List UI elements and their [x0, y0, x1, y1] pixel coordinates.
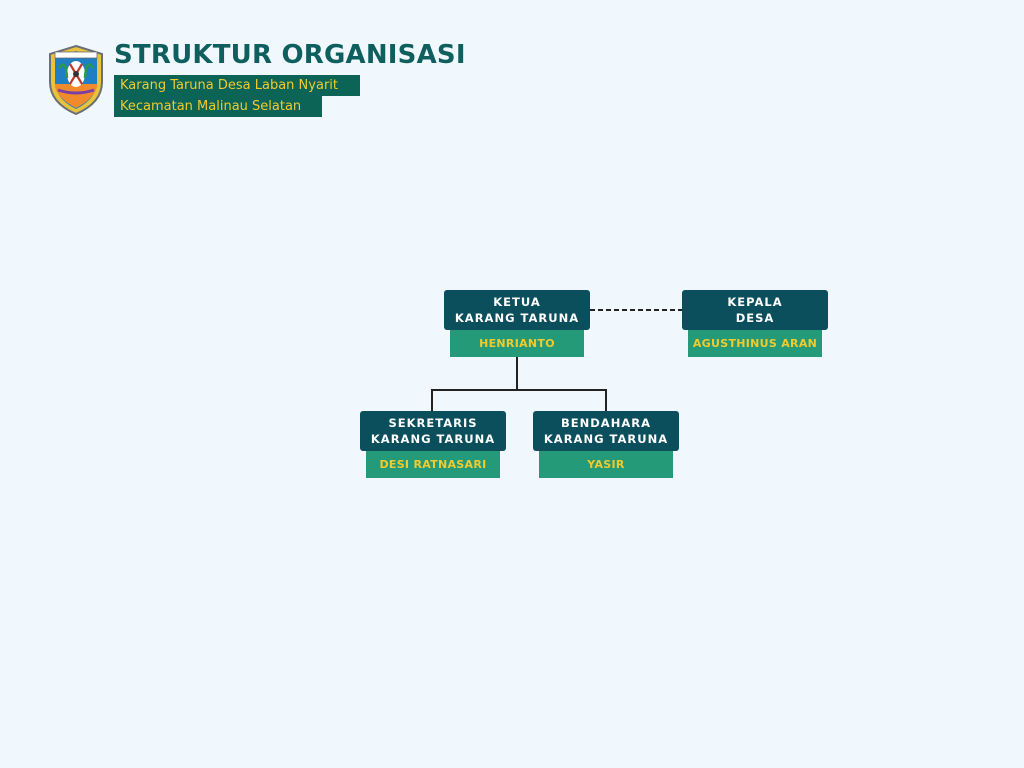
member-name-bendahara: YASIR — [539, 451, 673, 478]
subtitle-organization: Karang Taruna Desa Laban Nyarit — [114, 75, 360, 96]
role-line-1: KEPALA — [727, 295, 783, 309]
role-line-1: KETUA — [493, 295, 541, 309]
role-line-2: DESA — [735, 311, 775, 325]
org-node-kepala-desa: KEPALA DESA — [682, 290, 828, 330]
member-name-kepala-desa: AGUSTHINUS ARAN — [688, 330, 822, 357]
org-node-bendahara: BENDAHARA KARANG TARUNA — [533, 411, 679, 451]
subtitle-district: Kecamatan Malinau Selatan — [114, 96, 322, 117]
role-line-2: KARANG TARUNA — [543, 432, 669, 446]
role-line-1: BENDAHARA — [561, 416, 651, 430]
member-name-ketua: HENRIANTO — [450, 330, 584, 357]
role-line-1: SEKRETARIS — [388, 416, 478, 430]
page-title: STRUKTUR ORGANISASI — [114, 40, 466, 70]
member-name-sekretaris: DESI RATNASARI — [366, 451, 500, 478]
org-node-ketua: KETUA KARANG TARUNA — [444, 290, 590, 330]
role-line-2: KARANG TARUNA — [454, 311, 580, 325]
role-line-2: KARANG TARUNA — [370, 432, 496, 446]
org-node-sekretaris: SEKRETARIS KARANG TARUNA — [360, 411, 506, 451]
regency-shield-emblem-icon — [49, 44, 103, 116]
